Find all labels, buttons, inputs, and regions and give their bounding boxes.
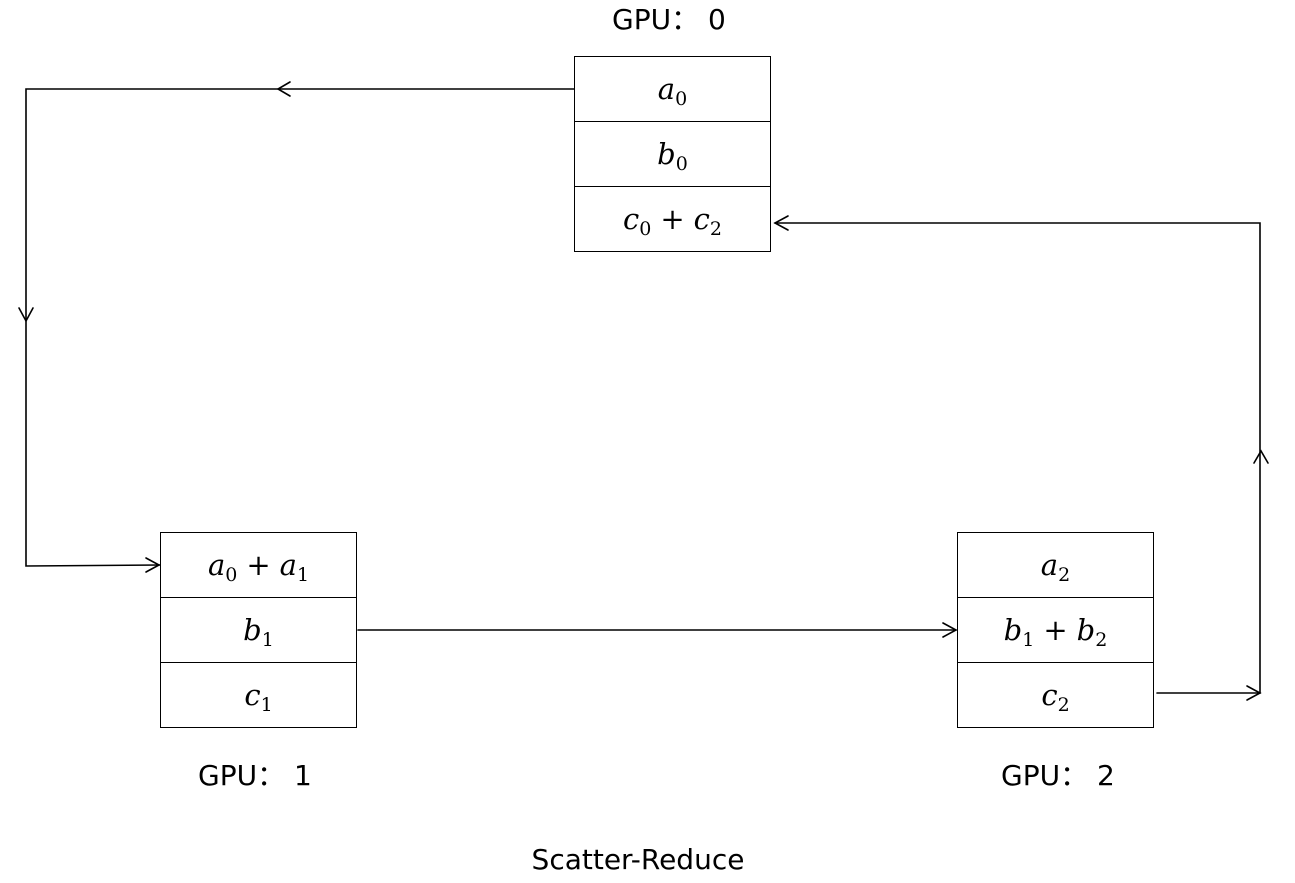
term-variable: c: [693, 202, 710, 236]
gpu-1-buffer: a0+a1 b1 c1: [160, 532, 357, 728]
term-variable: a: [657, 72, 676, 106]
plus-operator: +: [660, 202, 685, 236]
term-variable: c: [623, 202, 640, 236]
link-line: [25, 88, 575, 567]
term: c1: [244, 678, 272, 715]
gpu-1-cell-a: a0+a1: [161, 533, 356, 598]
term: b2: [1076, 613, 1108, 650]
gpu-0-cell-b: b0: [575, 122, 770, 187]
term-subscript: 0: [639, 218, 652, 240]
gpu-1-cell-c: c1: [161, 663, 356, 727]
term-variable: b: [1076, 613, 1096, 647]
gpu-2-cell-a: a2: [958, 533, 1153, 598]
arrowhead: [1246, 685, 1262, 701]
term: c0: [623, 202, 651, 239]
arrowhead: [276, 81, 291, 97]
gpu-2-buffer: a2 b1+b2 c2: [957, 532, 1154, 728]
term: a1: [279, 548, 309, 585]
term-subscript: 2: [1057, 694, 1070, 716]
term-subscript: 2: [1095, 629, 1108, 651]
term-subscript: 1: [1022, 629, 1035, 651]
term: b1: [243, 613, 274, 650]
term-variable: a: [1040, 548, 1059, 582]
term-subscript: 1: [260, 694, 273, 716]
term-subscript: 2: [709, 218, 722, 240]
arrowhead: [1253, 449, 1269, 464]
gpu-0-cell-c: c0+c2: [575, 187, 770, 251]
gpu-0-buffer: a0 b0 c0+c2: [574, 56, 771, 252]
link-line: [774, 222, 1261, 694]
gpu-2-cell-c: c2: [958, 663, 1153, 727]
gpu-0-label: GPU： 0: [612, 3, 726, 36]
gpu-0-cell-a: a0: [575, 57, 770, 122]
term: a0: [207, 548, 237, 585]
plus-operator: +: [1043, 613, 1068, 647]
gpu-2-cell-b: b1+b2: [958, 598, 1153, 663]
term-subscript: 1: [261, 629, 274, 651]
term-subscript: 0: [675, 88, 688, 110]
link-gpu1-b-to-gpu2-b: [357, 622, 958, 638]
term-variable: c: [1041, 678, 1058, 712]
term-variable: c: [244, 678, 261, 712]
plus-operator: +: [246, 548, 271, 582]
arrowhead: [942, 622, 958, 638]
gpu-1-label: GPU： 1: [198, 759, 312, 792]
term: c2: [1041, 678, 1069, 715]
term-subscript: 0: [225, 564, 238, 586]
term: b0: [657, 137, 688, 174]
term-variable: b: [1003, 613, 1023, 647]
term: c2: [693, 202, 722, 239]
gpu-1-cell-b: b1: [161, 598, 356, 663]
term-subscript: 2: [1058, 564, 1071, 586]
term-variable: b: [657, 137, 676, 171]
term-subscript: 1: [296, 564, 310, 586]
term: a2: [1040, 548, 1070, 585]
link-gpu2-c-to-gpu0-c: [773, 215, 1269, 701]
term-variable: a: [207, 548, 226, 582]
term: b1: [1003, 613, 1035, 650]
arrowhead: [773, 215, 789, 231]
term: a0: [657, 72, 687, 109]
gpu-2-label: GPU： 2: [1001, 759, 1115, 792]
arrowhead: [18, 307, 34, 323]
term-variable: a: [279, 548, 297, 582]
arrowhead: [145, 557, 161, 573]
term-subscript: 0: [675, 153, 688, 175]
term-variable: b: [243, 613, 262, 647]
link-gpu0-a-to-gpu1-a: [18, 81, 575, 573]
diagram-caption: Scatter-Reduce: [531, 843, 745, 876]
